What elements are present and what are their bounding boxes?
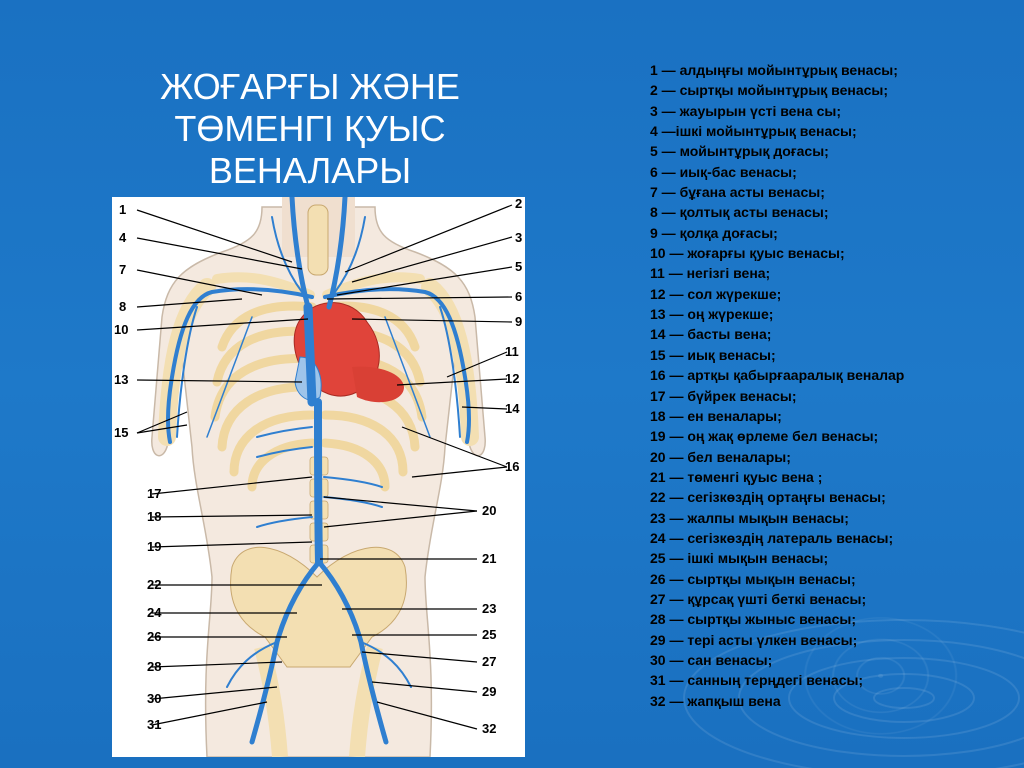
legend-item: 31 — санның терңдегі венасы; <box>650 672 864 689</box>
anatomy-drawing <box>136 197 513 757</box>
legend-item: 29 — тері асты үлкен венасы; <box>650 631 858 648</box>
legend-item: 19 — оң жақ өрлеме бел венасы; <box>650 428 879 445</box>
legend-item: 8 — қолтық асты венасы; <box>650 204 829 221</box>
legend-item: 13 — оң жүрекше; <box>650 306 774 323</box>
legend-item: 20 — бел веналары; <box>650 448 791 465</box>
diagram-label-16: 16 <box>505 459 520 474</box>
diagram-label-17: 17 <box>147 486 162 501</box>
page-title: ЖОҒАРҒЫ ЖӘНЕ ТӨМЕНГІ ҚУЫС ВЕНАЛАРЫ <box>150 66 470 192</box>
diagram-label-29: 29 <box>482 684 497 699</box>
diagram-label-28: 28 <box>147 659 162 674</box>
veins <box>165 197 472 745</box>
legend-item: 11 — негізгі вена; <box>650 265 771 282</box>
legend-item: 28 — сыртқы жыныс венасы; <box>650 611 856 628</box>
diagram-label-19: 19 <box>147 539 162 554</box>
legend-item: 5 — мойынтұрық доғасы; <box>650 143 829 160</box>
title-line-1: ЖОҒАРҒЫ ЖӘНЕ <box>160 66 460 108</box>
diagram-label-7: 7 <box>119 262 127 277</box>
legend-item: 7 — бұғана асты венасы; <box>650 184 825 201</box>
vein-legend-list: 1 — алдыңғы мойынтұрық венасы; 2 — сыртқ… <box>650 60 990 711</box>
legend-item: 3 — жауырын үсті вена сы; <box>650 102 841 119</box>
diagram-label-12: 12 <box>505 371 520 386</box>
water-ripples-decoration <box>683 619 1024 768</box>
legend-item: 24 — сегізкөздің латераль венасы; <box>650 529 894 546</box>
legend-item: 6 — иық-бас венасы; <box>650 163 797 180</box>
diagram-label-25: 25 <box>482 627 497 642</box>
diagram-label-23: 23 <box>482 601 497 616</box>
legend-item: 30 — сан венасы; <box>650 651 773 668</box>
diagram-label-30: 30 <box>147 691 162 706</box>
diagram-label-6: 6 <box>515 289 523 304</box>
legend-item: 22 — сегізкөздің ортаңғы венасы; <box>650 489 886 506</box>
diagram-label-15: 15 <box>114 425 129 440</box>
legend-item: 17 — бүйрек венасы; <box>650 387 797 404</box>
legend-item: 21 — төменгі қуыс вена ; <box>650 468 823 485</box>
diagram-label-3: 3 <box>515 230 523 245</box>
legend-item: 9 — қолқа доғасы; <box>650 224 778 241</box>
legend-item: 26 — сыртқы мықын венасы; <box>650 570 856 587</box>
legend-item: 23 — жалпы мықын венасы; <box>650 509 849 526</box>
diagram-label-20: 20 <box>482 503 497 518</box>
diagram-label-13: 13 <box>114 372 129 387</box>
legend-item: 32 — жапқыш вена <box>650 692 781 709</box>
legend-item: 15 — иық венасы; <box>650 346 776 363</box>
legend-item: 12 — сол жүрекше; <box>650 285 782 302</box>
diagram-label-2: 2 <box>515 196 523 211</box>
legend-item: 1 — алдыңғы мойынтұрық венасы; <box>650 62 898 78</box>
diagram-label-18: 18 <box>147 509 162 524</box>
diagram-label-10: 10 <box>114 322 129 337</box>
legend-item: 16 — артқы қабырғааралық веналар <box>650 367 905 384</box>
diagram-label-8: 8 <box>119 299 127 314</box>
left-femur <box>254 645 288 757</box>
diagram-label-14: 14 <box>505 401 520 416</box>
diagram-label-22: 22 <box>147 577 162 592</box>
diagram-label-31: 31 <box>147 717 162 732</box>
legend-item: 18 — ен веналары; <box>650 407 782 424</box>
diagram-label-26: 26 <box>147 629 162 644</box>
diagram-label-9: 9 <box>515 314 523 329</box>
diagram-label-32: 32 <box>482 721 497 736</box>
legend-item: 25 — ішкі мықын венасы; <box>650 550 829 567</box>
legend-item: 4 —ішкі мойынтұрық венасы; <box>650 123 857 140</box>
legend-item: 10 — жоғарғы қуыс венасы; <box>650 245 845 262</box>
diagram-label-24: 24 <box>147 605 162 620</box>
diagram-label-27: 27 <box>482 654 497 669</box>
left-atrium <box>352 366 404 403</box>
venous-system-illustration: 1 4 7 8 10 13 15 17 18 19 22 24 26 28 30… <box>112 197 525 757</box>
legend-item: 27 — құрсақ үшті беткі венасы; <box>650 590 867 607</box>
diagram-label-1: 1 <box>119 202 127 217</box>
legend-item: 14 — басты вена; <box>650 326 772 343</box>
diagram-label-21: 21 <box>482 551 497 566</box>
leader-lines <box>136 204 513 730</box>
diagram-label-11: 11 <box>505 344 519 359</box>
right-femur <box>349 645 383 757</box>
title-line-2: ТӨМЕНГІ ҚУЫС <box>174 108 446 150</box>
diagram-label-4: 4 <box>119 230 127 245</box>
title-line-3: ВЕНАЛАРЫ <box>208 150 412 192</box>
diagram-label-5: 5 <box>515 259 523 274</box>
trachea <box>307 204 329 276</box>
legend-item: 2 — сыртқы мойынтұрық венасы; <box>650 82 889 99</box>
